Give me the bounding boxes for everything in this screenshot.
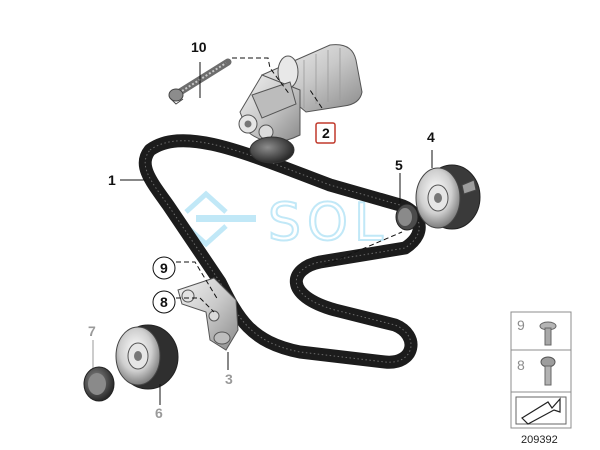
panel-item-9: 9 — [517, 317, 525, 333]
callout-6: 6 — [155, 405, 163, 421]
deflection-pulley-cap — [83, 366, 115, 402]
tensioner-bolt — [168, 58, 232, 105]
belt-tensioner — [238, 44, 363, 164]
callout-8: 8 — [160, 294, 168, 310]
callout-9-circle — [152, 256, 176, 280]
arrow-box-icon — [515, 396, 567, 425]
idler-pulley-large — [415, 164, 481, 230]
callout-2: 2 — [322, 125, 330, 141]
pulley-dust-cap — [395, 203, 419, 231]
pulley-bracket — [177, 277, 239, 351]
callout-4: 4 — [427, 129, 435, 145]
callout-7: 7 — [88, 323, 96, 339]
fastener-side-panel: 9 8 — [510, 311, 572, 429]
callout-5: 5 — [395, 157, 403, 173]
deflection-pulley — [115, 324, 179, 390]
panel-item-8: 8 — [517, 357, 525, 373]
highlight-box-2 — [315, 122, 336, 144]
callout-labels: 10 2 1 4 5 9 8 3 6 7 — [88, 39, 435, 421]
callout-8-circle — [152, 290, 176, 314]
callout-1: 1 — [108, 172, 116, 188]
watermark: SOL — [184, 190, 389, 254]
watermark-text: SOL — [268, 193, 389, 253]
screw-icon-bottom — [540, 356, 556, 386]
callout-10: 10 — [191, 39, 207, 55]
callout-9: 9 — [160, 260, 168, 276]
figure-number: 209392 — [521, 434, 558, 446]
screw-icon-top — [539, 321, 557, 346]
callout-3: 3 — [225, 371, 233, 387]
leader-lines — [92, 57, 433, 405]
